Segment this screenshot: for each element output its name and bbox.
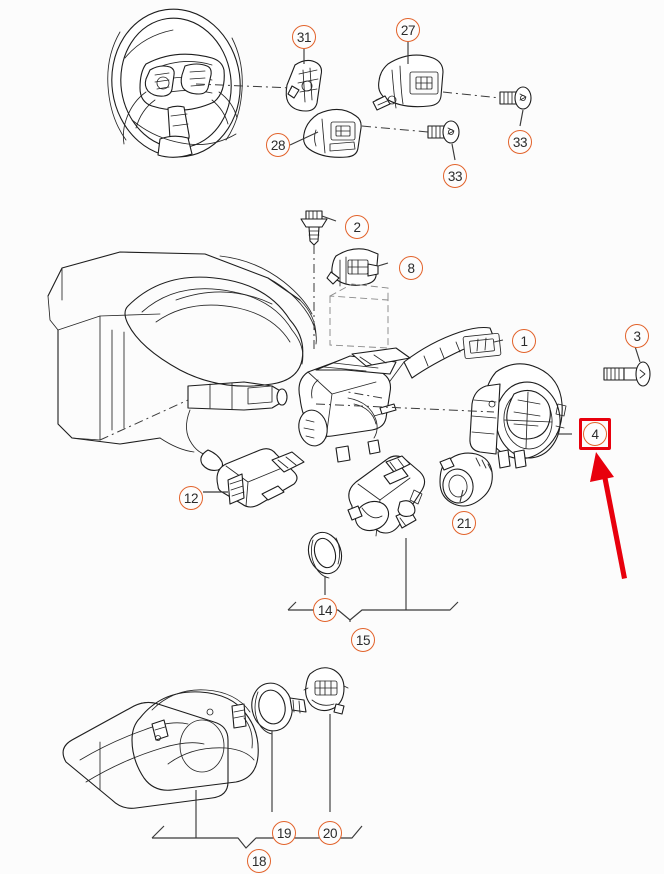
callout-19[interactable]: 19 xyxy=(272,821,296,845)
dashboard-illustration xyxy=(47,251,317,471)
callout-4[interactable]: 4 xyxy=(583,422,607,446)
callout-33-upper[interactable]: 33 xyxy=(508,130,532,154)
callout-18[interactable]: 18 xyxy=(247,849,271,873)
callout-27[interactable]: 27 xyxy=(396,18,420,42)
part-27-switch xyxy=(372,54,444,111)
part-14-sealing-ring xyxy=(307,531,343,579)
callout-20[interactable]: 20 xyxy=(318,821,342,845)
part-28-switch xyxy=(303,108,362,158)
column-switch-assembly xyxy=(298,347,411,463)
callout-28[interactable]: 28 xyxy=(266,133,290,157)
callout-14[interactable]: 14 xyxy=(313,598,337,622)
part-18-trim-cover xyxy=(62,689,259,809)
part-19-ring xyxy=(251,682,307,735)
part-31-switch xyxy=(285,59,323,112)
part-12-bracket xyxy=(216,448,305,508)
part-20-bulb-holder xyxy=(303,667,349,715)
callout-2[interactable]: 2 xyxy=(345,215,369,239)
callout-21[interactable]: 21 xyxy=(452,511,476,535)
part-33-screw-lower xyxy=(427,120,460,144)
callout-1[interactable]: 1 xyxy=(512,329,536,353)
part-8-connector xyxy=(326,248,389,349)
callout-15[interactable]: 15 xyxy=(351,628,375,652)
leader-lines-section-1 xyxy=(195,42,524,161)
callout-31[interactable]: 31 xyxy=(292,25,316,49)
red-highlight-arrow xyxy=(590,452,627,579)
steering-wheel-illustration xyxy=(107,8,243,158)
callout-3[interactable]: 3 xyxy=(625,324,649,348)
part-21-lock-cylinder xyxy=(439,452,493,507)
part-4-clock-spring xyxy=(469,363,567,469)
callout-8[interactable]: 8 xyxy=(399,256,423,280)
part-33-screw-upper xyxy=(499,86,532,110)
callout-33-lower[interactable]: 33 xyxy=(443,164,467,188)
highlight-box-part-4 xyxy=(579,418,611,450)
bracket-18-19-20 xyxy=(151,714,363,849)
callout-12[interactable]: 12 xyxy=(179,486,203,510)
part-15-lock-housing xyxy=(347,455,426,537)
part-2-bolt xyxy=(300,210,328,352)
part-3-bolt xyxy=(603,361,651,387)
